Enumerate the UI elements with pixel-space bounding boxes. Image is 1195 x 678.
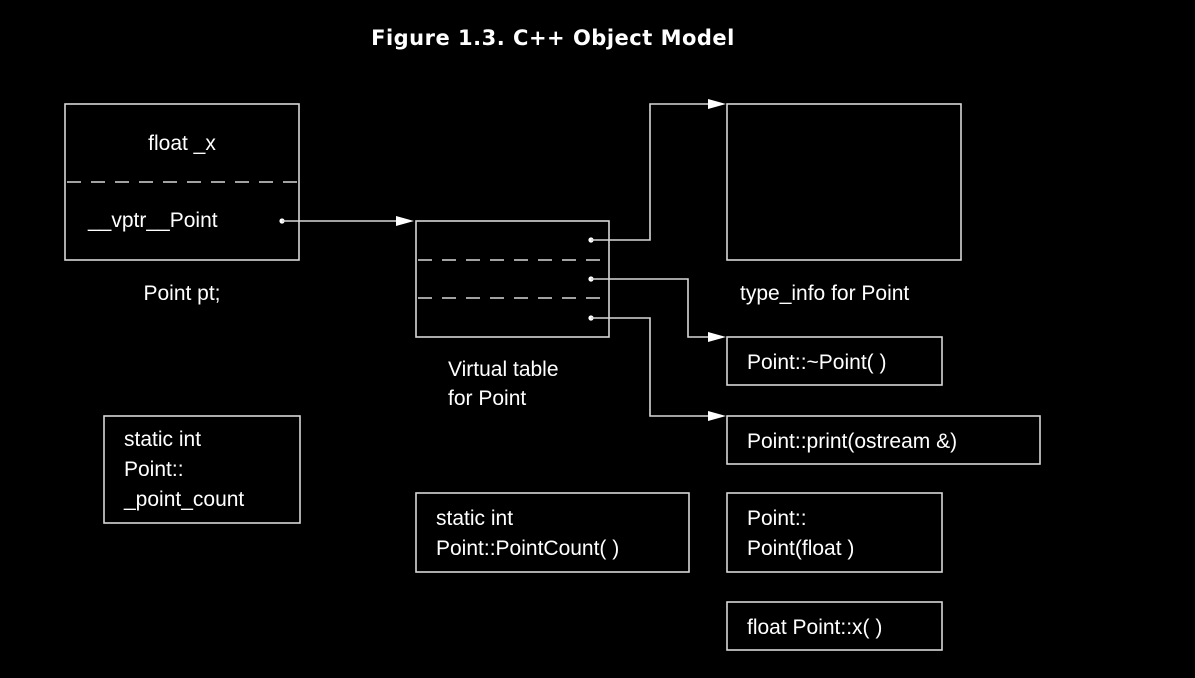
static-member-line1: static int [124, 428, 201, 451]
destructor-label: Point::~Point( ) [747, 351, 886, 374]
point-object-frame [64, 103, 300, 261]
arrow-slot-to-type-info [591, 99, 726, 241]
constructor-box: Point:: Point(float ) [726, 492, 943, 573]
arrowhead [708, 332, 726, 342]
arrowhead [708, 411, 726, 421]
member-float-x: float _x [148, 132, 216, 155]
virtual-table-box [415, 220, 610, 338]
arrow-slot-to-print [591, 317, 726, 421]
type-info-box [726, 103, 962, 261]
destructor-box: Point::~Point( ) [726, 336, 943, 386]
arrow-destructor-line [591, 278, 710, 338]
virtual-table-frame [415, 220, 610, 338]
constructor-label-line1: Point:: [747, 507, 807, 530]
vtable-caption-line1: Virtual table [448, 358, 559, 381]
point-object-box: float _x __vptr__Point [64, 103, 300, 261]
accessor-x-box: float Point::x( ) [726, 601, 943, 651]
arrow-type-info-line [591, 103, 710, 241]
constructor-frame [726, 492, 943, 573]
vtable-caption-line2: for Point [448, 387, 526, 410]
static-function-box: static int Point::PointCount( ) [415, 492, 690, 573]
figure-title: Figure 1.3. C++ Object Model [371, 26, 735, 50]
static-function-line1: static int [436, 507, 513, 530]
accessor-x-label: float Point::x( ) [747, 616, 882, 639]
object-caption: Point pt; [143, 282, 220, 305]
arrowhead [708, 99, 726, 109]
static-member-line3: _point_count [123, 488, 244, 511]
static-member-frame [103, 415, 301, 524]
member-vptr: __vptr__Point [87, 209, 218, 232]
arrow-print-line [591, 317, 710, 417]
static-member-line2: Point:: [124, 458, 184, 481]
accessor-x-frame [726, 601, 943, 651]
print-frame [726, 415, 1041, 465]
static-function-line2: Point::PointCount( ) [436, 537, 619, 560]
print-box: Point::print(ostream &) [726, 415, 1041, 465]
arrowhead [396, 216, 414, 226]
type-info-caption: type_info for Point [740, 282, 909, 305]
static-function-frame [415, 492, 690, 573]
destructor-frame [726, 336, 943, 386]
static-member-box: static int Point:: _point_count [103, 415, 301, 524]
print-label: Point::print(ostream &) [747, 430, 957, 453]
constructor-label-line2: Point(float ) [747, 537, 854, 560]
arrow-slot-to-destructor [591, 278, 726, 342]
arrow-vptr-to-vtable [282, 216, 414, 226]
